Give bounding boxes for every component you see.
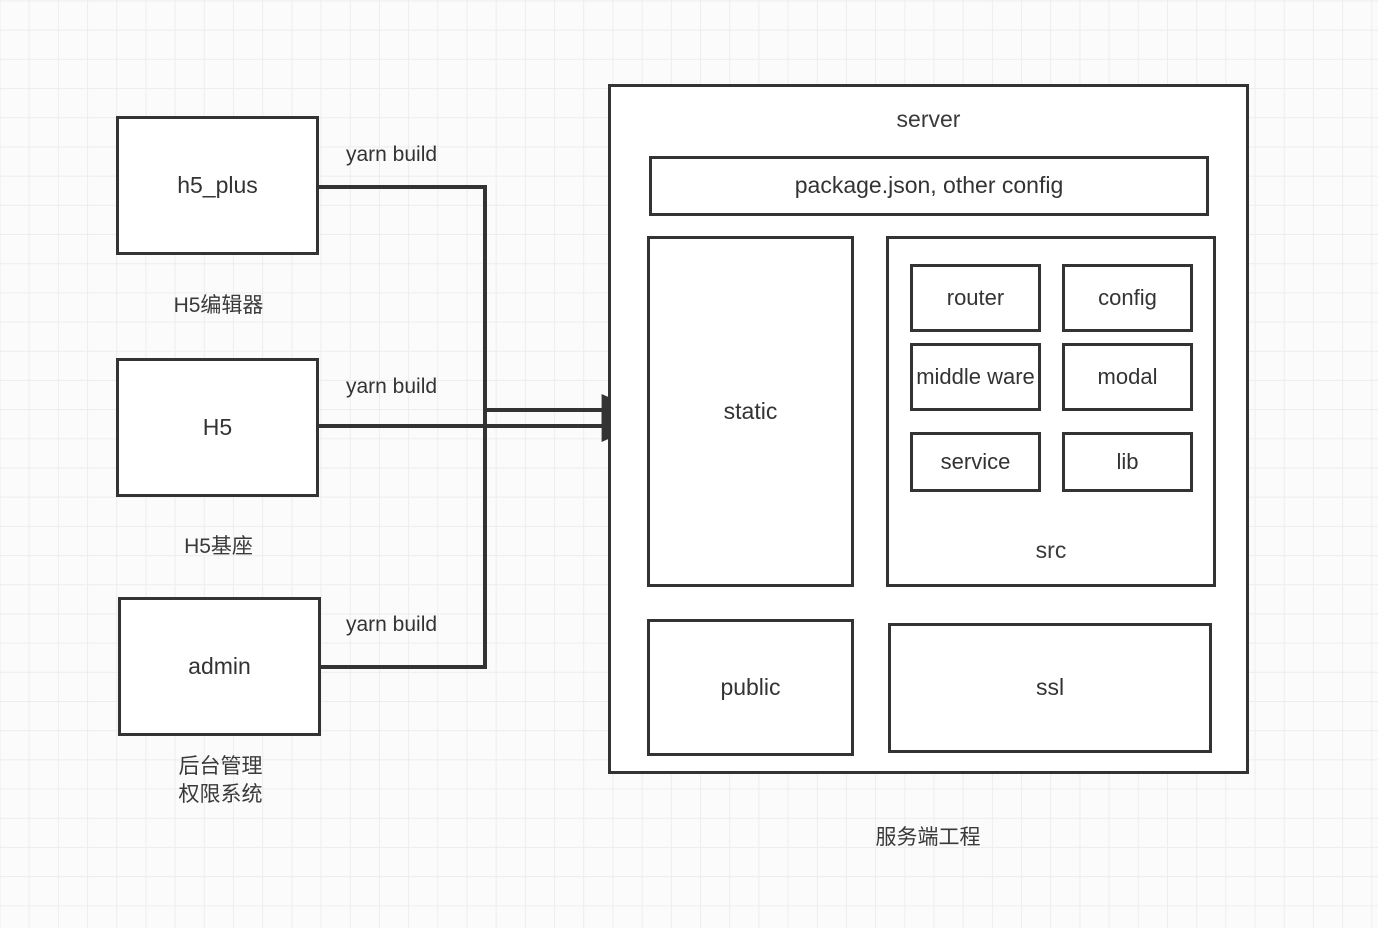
node-public[interactable]: public — [647, 619, 854, 756]
caption-h5: H5基座 — [184, 535, 253, 558]
edge-label-yarn-build-admin: yarn build — [346, 613, 438, 636]
caption-server: 服务端工程 — [875, 826, 981, 849]
node-lib[interactable]: lib — [1062, 432, 1193, 492]
node-admin[interactable]: admin — [118, 597, 321, 736]
server-title: server — [896, 106, 961, 132]
caption-admin: 后台管理 权限系统 — [178, 755, 263, 807]
node-static[interactable]: static — [647, 236, 854, 587]
node-router[interactable]: router — [910, 264, 1041, 332]
caption-h5-plus: H5编辑器 — [173, 294, 264, 317]
src-title: src — [1035, 537, 1067, 563]
edge-label-yarn-build-h5-plus: yarn build — [346, 143, 438, 166]
node-ssl[interactable]: ssl — [888, 623, 1212, 753]
node-service[interactable]: service — [910, 432, 1041, 492]
node-config[interactable]: config — [1062, 264, 1193, 332]
node-modal[interactable]: modal — [1062, 343, 1193, 411]
node-h5-plus[interactable]: h5_plus — [116, 116, 319, 255]
edge-label-yarn-build-h5: yarn build — [346, 375, 438, 398]
node-package-config[interactable]: package.json, other config — [649, 156, 1209, 216]
node-middleware[interactable]: middle ware — [910, 343, 1041, 411]
node-h5[interactable]: H5 — [116, 358, 319, 497]
